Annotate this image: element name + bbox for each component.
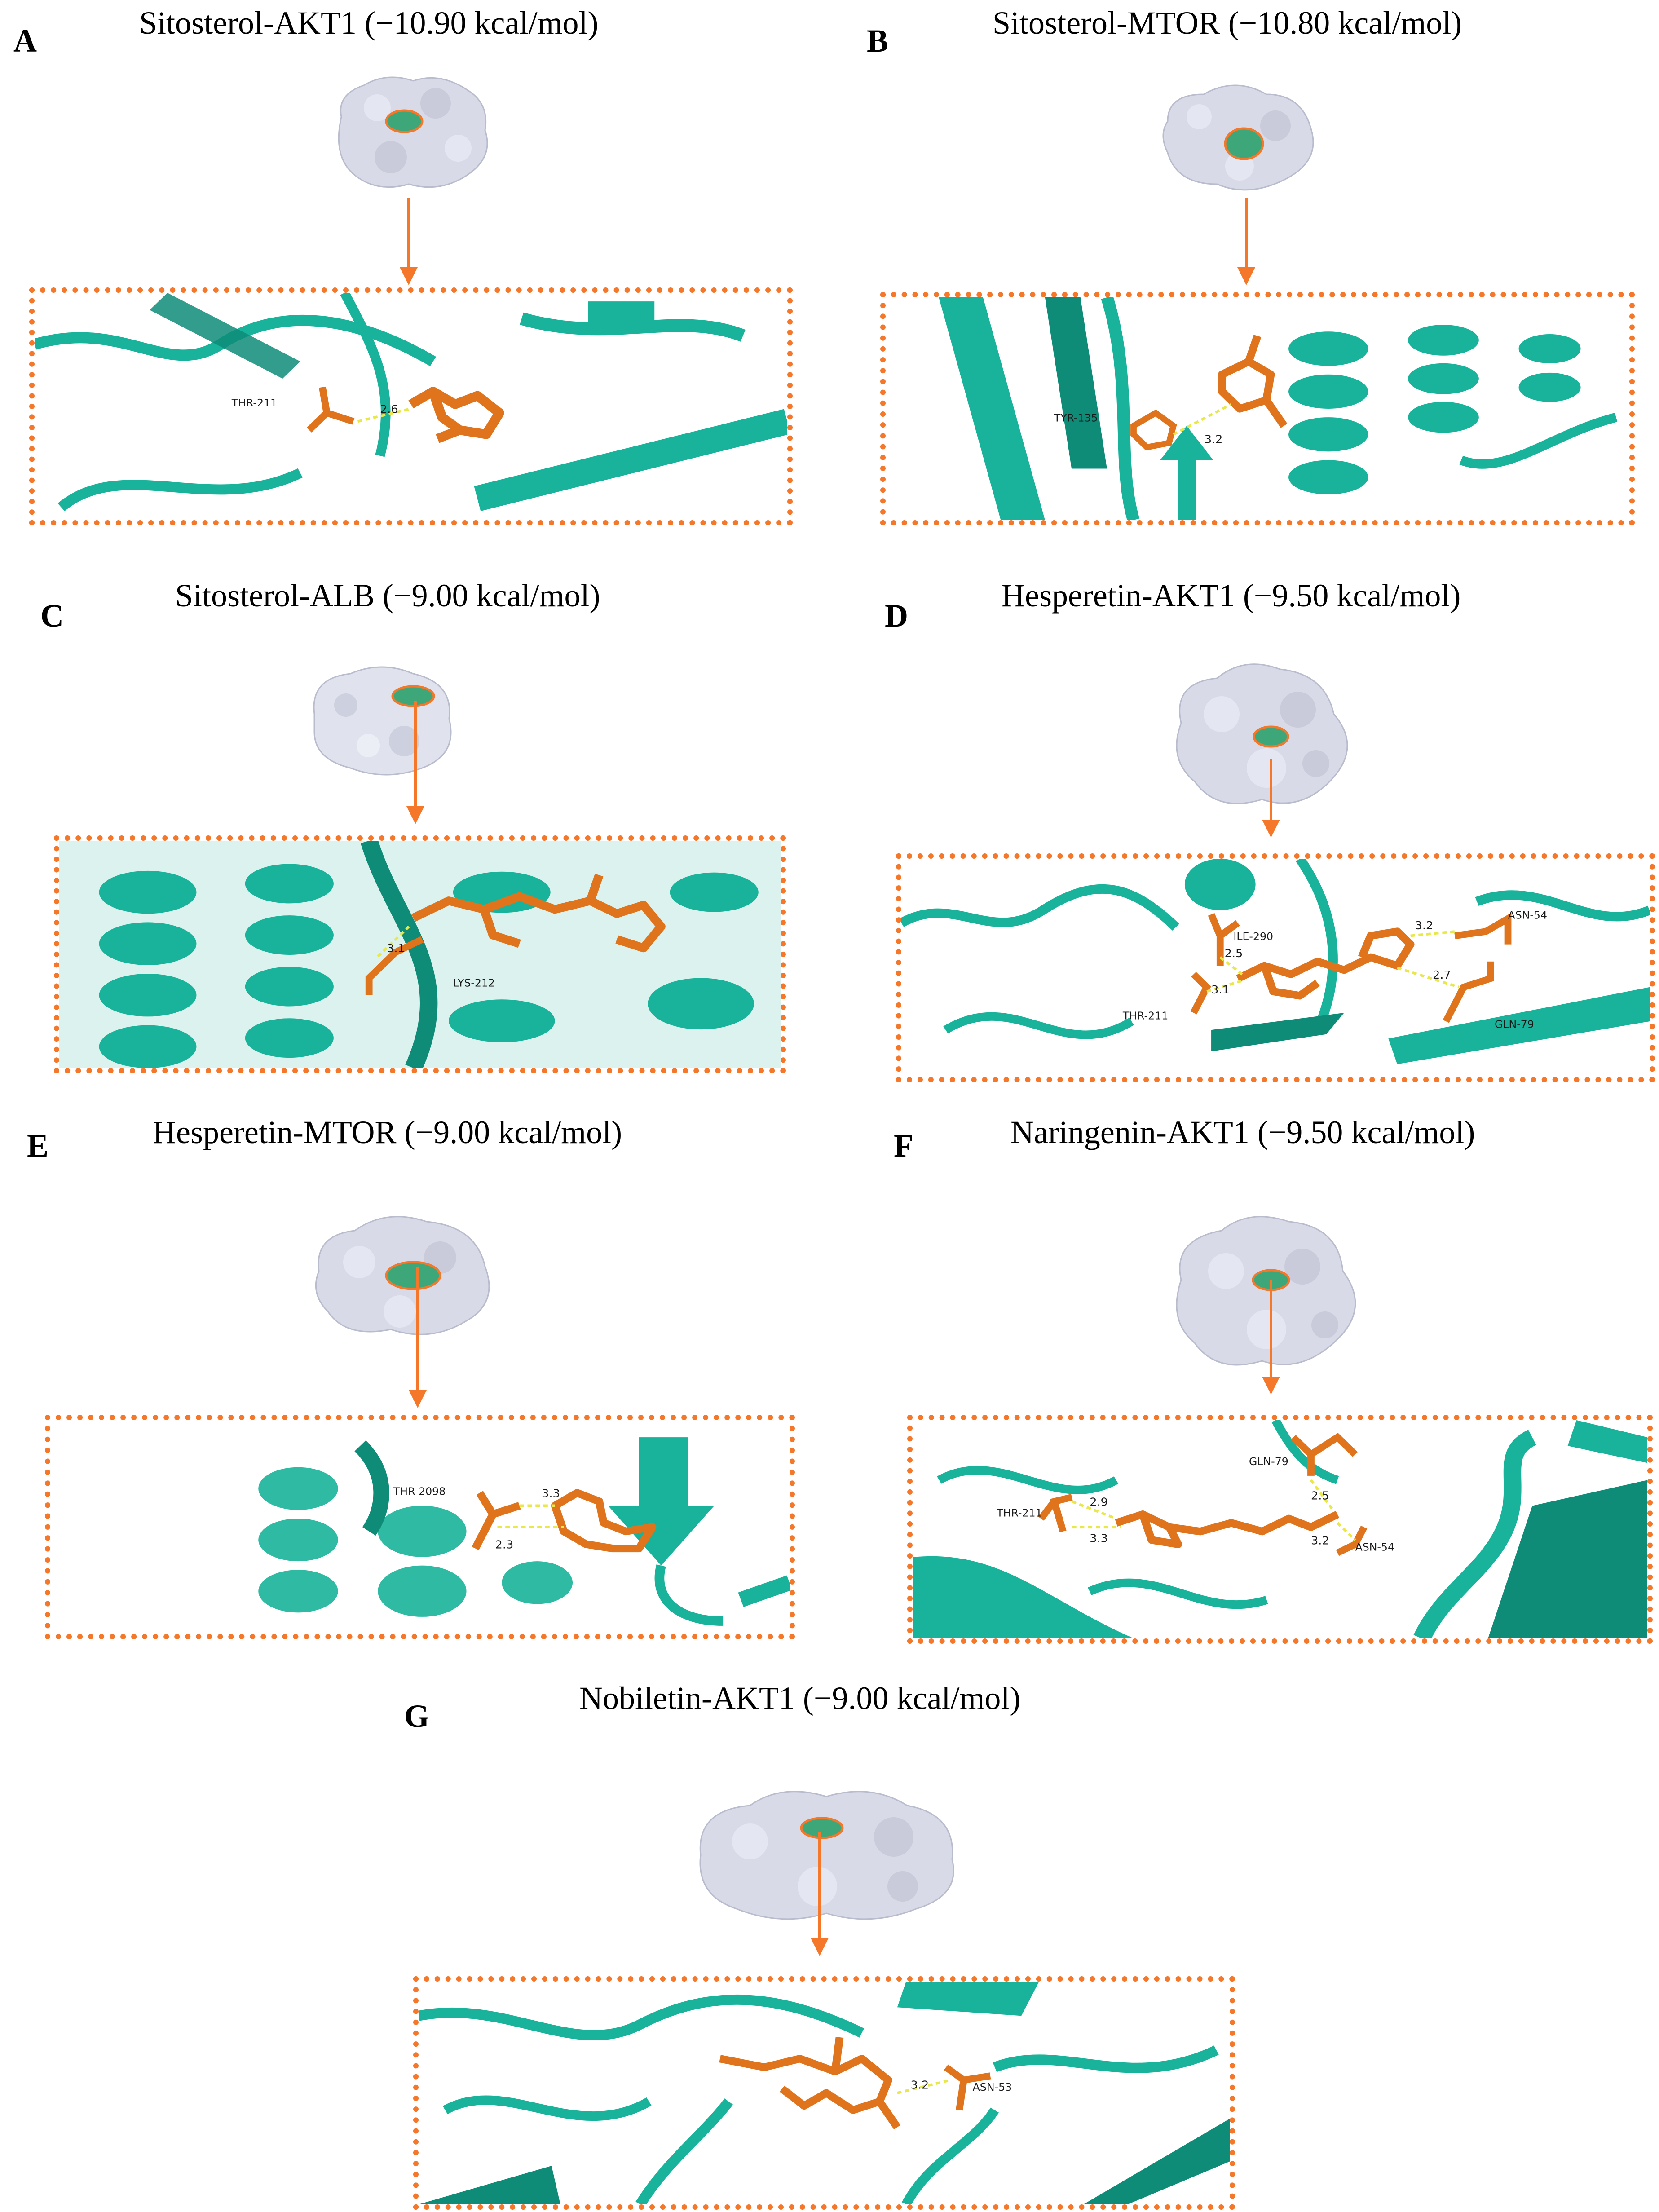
alpha-helix — [99, 864, 759, 1068]
hydrogen-bond — [1173, 403, 1232, 436]
protein-surface — [338, 76, 488, 188]
zoom-arrow — [1237, 198, 1255, 285]
ligand — [1115, 1510, 1340, 1548]
protein-surface — [699, 1791, 954, 1920]
residue-label: ASN-54 — [1355, 1541, 1394, 1554]
protein-surface — [313, 666, 452, 776]
alpha-helix — [1288, 325, 1581, 494]
residue-label: LYS-212 — [453, 977, 495, 989]
binding-detail-view: LYS-212 3.1 — [54, 835, 786, 1073]
residue-sidechain — [365, 936, 424, 995]
ligand — [408, 387, 505, 443]
panel-letter: E — [27, 1128, 49, 1164]
residue-sidechain — [1208, 913, 1240, 966]
binding-detail-view: ASN-53 3.2 — [413, 1976, 1235, 2210]
panel-title: Naringenin-AKT1 (−9.50 kcal/mol) — [1010, 1114, 1475, 1150]
residue-sidechain — [1336, 1525, 1368, 1556]
panel-title: Sitosterol-AKT1 (−10.90 kcal/mol) — [139, 5, 599, 41]
panel-letter: F — [894, 1128, 913, 1164]
ligand — [719, 2036, 901, 2130]
distance-label: 3.3 — [1090, 1532, 1108, 1545]
panel-letter: D — [885, 598, 908, 634]
ligand — [551, 1489, 657, 1553]
residue-label: ASN-54 — [1508, 910, 1547, 922]
panel-letter: B — [867, 23, 889, 59]
binding-detail-view: GLN-79 THR-211 ASN-54 2.9 3.3 2.5 3.2 — [907, 1415, 1653, 1644]
panel-title: Sitosterol-ALB (−9.00 kcal/mol) — [175, 578, 600, 614]
ligand — [1236, 927, 1415, 1000]
panel-letter: C — [40, 598, 64, 634]
residue-sidechain — [1130, 409, 1177, 451]
residue-sidechain — [1443, 961, 1494, 1023]
distance-label: 2.5 — [1225, 947, 1243, 960]
binding-site-marker — [385, 1261, 441, 1290]
distance-label: 3.1 — [387, 942, 405, 955]
residue-sidechain — [1290, 1433, 1358, 1476]
hydrogen-bond — [1410, 930, 1455, 937]
hydrogen-bond — [1397, 967, 1460, 989]
hydrogen-bond — [1337, 1522, 1356, 1541]
binding-site-marker — [1253, 725, 1289, 748]
panel-letter: A — [13, 23, 37, 59]
binding-detail-view: ILE-290 THR-211 ASN-54 GLN-79 2.5 3.1 3.… — [896, 853, 1655, 1082]
distance-label: 2.7 — [1433, 968, 1451, 981]
zoom-arrow — [811, 1832, 829, 1956]
residue-label: GLN-79 — [1495, 1019, 1534, 1031]
distance-label: 3.2 — [1415, 919, 1434, 932]
panel-letter: G — [404, 1698, 430, 1734]
binding-detail-view: THR-211 2.6 — [29, 287, 793, 525]
zoom-arrow — [1262, 1280, 1280, 1395]
residue-sidechain — [306, 386, 355, 433]
zoom-arrow — [1262, 759, 1280, 838]
panel-title: Hesperetin-AKT1 (−9.50 kcal/mol) — [1002, 578, 1461, 614]
residue-label: GLN-79 — [1249, 1456, 1288, 1468]
ligand — [411, 874, 666, 953]
distance-label: 3.1 — [1211, 984, 1230, 997]
binding-site-marker — [1224, 127, 1264, 160]
distance-label: 3.2 — [1311, 1534, 1329, 1547]
residue-sidechain — [472, 1491, 521, 1550]
binding-site-marker — [385, 109, 424, 133]
residue-sidechain — [1038, 1494, 1073, 1532]
panel-title: Sitosterol-MTOR (−10.80 kcal/mol) — [993, 5, 1462, 41]
distance-label: 3.3 — [542, 1487, 560, 1500]
binding-detail-view: TYR-135 3.2 — [880, 292, 1635, 525]
zoom-arrow — [406, 701, 424, 824]
ligand — [1218, 335, 1288, 428]
distance-label: 2.3 — [495, 1538, 514, 1551]
residue-sidechain — [1454, 912, 1512, 945]
protein-surface — [315, 1216, 490, 1335]
panel-title: Hesperetin-MTOR (−9.00 kcal/mol) — [153, 1114, 622, 1150]
residue-label: THR-2098 — [393, 1486, 446, 1498]
distance-label: 3.2 — [910, 2079, 929, 2092]
residue-label: TYR-135 — [1054, 412, 1098, 424]
residue-label: THR-211 — [231, 397, 277, 409]
hydrogen-bond — [897, 2079, 951, 2094]
distance-label: 2.9 — [1090, 1496, 1108, 1509]
protein-surface — [1176, 663, 1348, 804]
zoom-arrow — [409, 1267, 427, 1408]
distance-label: 2.5 — [1311, 1489, 1329, 1502]
binding-site-marker — [391, 685, 435, 707]
residue-sidechain — [944, 2064, 991, 2111]
distance-label: 3.2 — [1205, 433, 1223, 446]
protein-surface — [1162, 84, 1314, 191]
zoom-arrow — [400, 198, 418, 285]
alpha-helix — [258, 1467, 573, 1617]
hydrogen-bond — [1206, 979, 1243, 993]
residue-sidechain — [1190, 971, 1211, 1015]
binding-site-marker — [800, 1817, 844, 1839]
residue-label: ASN-53 — [973, 2082, 1012, 2094]
binding-detail-view: THR-2098 3.3 2.3 — [45, 1415, 795, 1639]
panel-title: Nobiletin-AKT1 (−9.00 kcal/mol) — [579, 1680, 1021, 1716]
distance-label: 2.6 — [380, 403, 398, 416]
residue-label: THR-211 — [996, 1507, 1042, 1519]
hydrogen-bond — [357, 407, 411, 423]
residue-label: THR-211 — [1122, 1010, 1168, 1022]
hydrogen-bond — [1310, 1479, 1334, 1511]
residue-label: ILE-290 — [1233, 931, 1273, 943]
